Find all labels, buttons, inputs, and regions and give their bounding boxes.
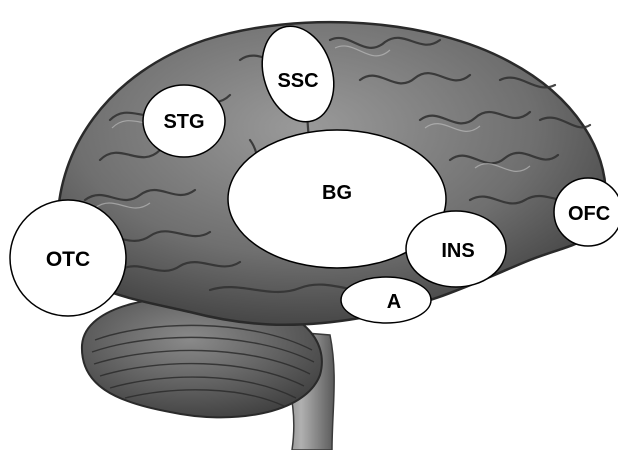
region-label-ofc: OFC — [568, 203, 610, 225]
region-stg: STG — [143, 85, 225, 157]
region-ofc: OFC — [554, 178, 618, 246]
region-label-bg: BG — [322, 182, 352, 204]
region-label-a: A — [387, 291, 401, 313]
region-label-stg: STG — [163, 111, 204, 133]
region-otc: OTC — [10, 200, 126, 316]
region-ins: INS — [406, 211, 506, 287]
region-label-otc: OTC — [46, 248, 90, 271]
region-label-ssc: SSC — [277, 70, 318, 92]
region-a: A — [341, 277, 431, 323]
region-label-ins: INS — [441, 240, 474, 262]
